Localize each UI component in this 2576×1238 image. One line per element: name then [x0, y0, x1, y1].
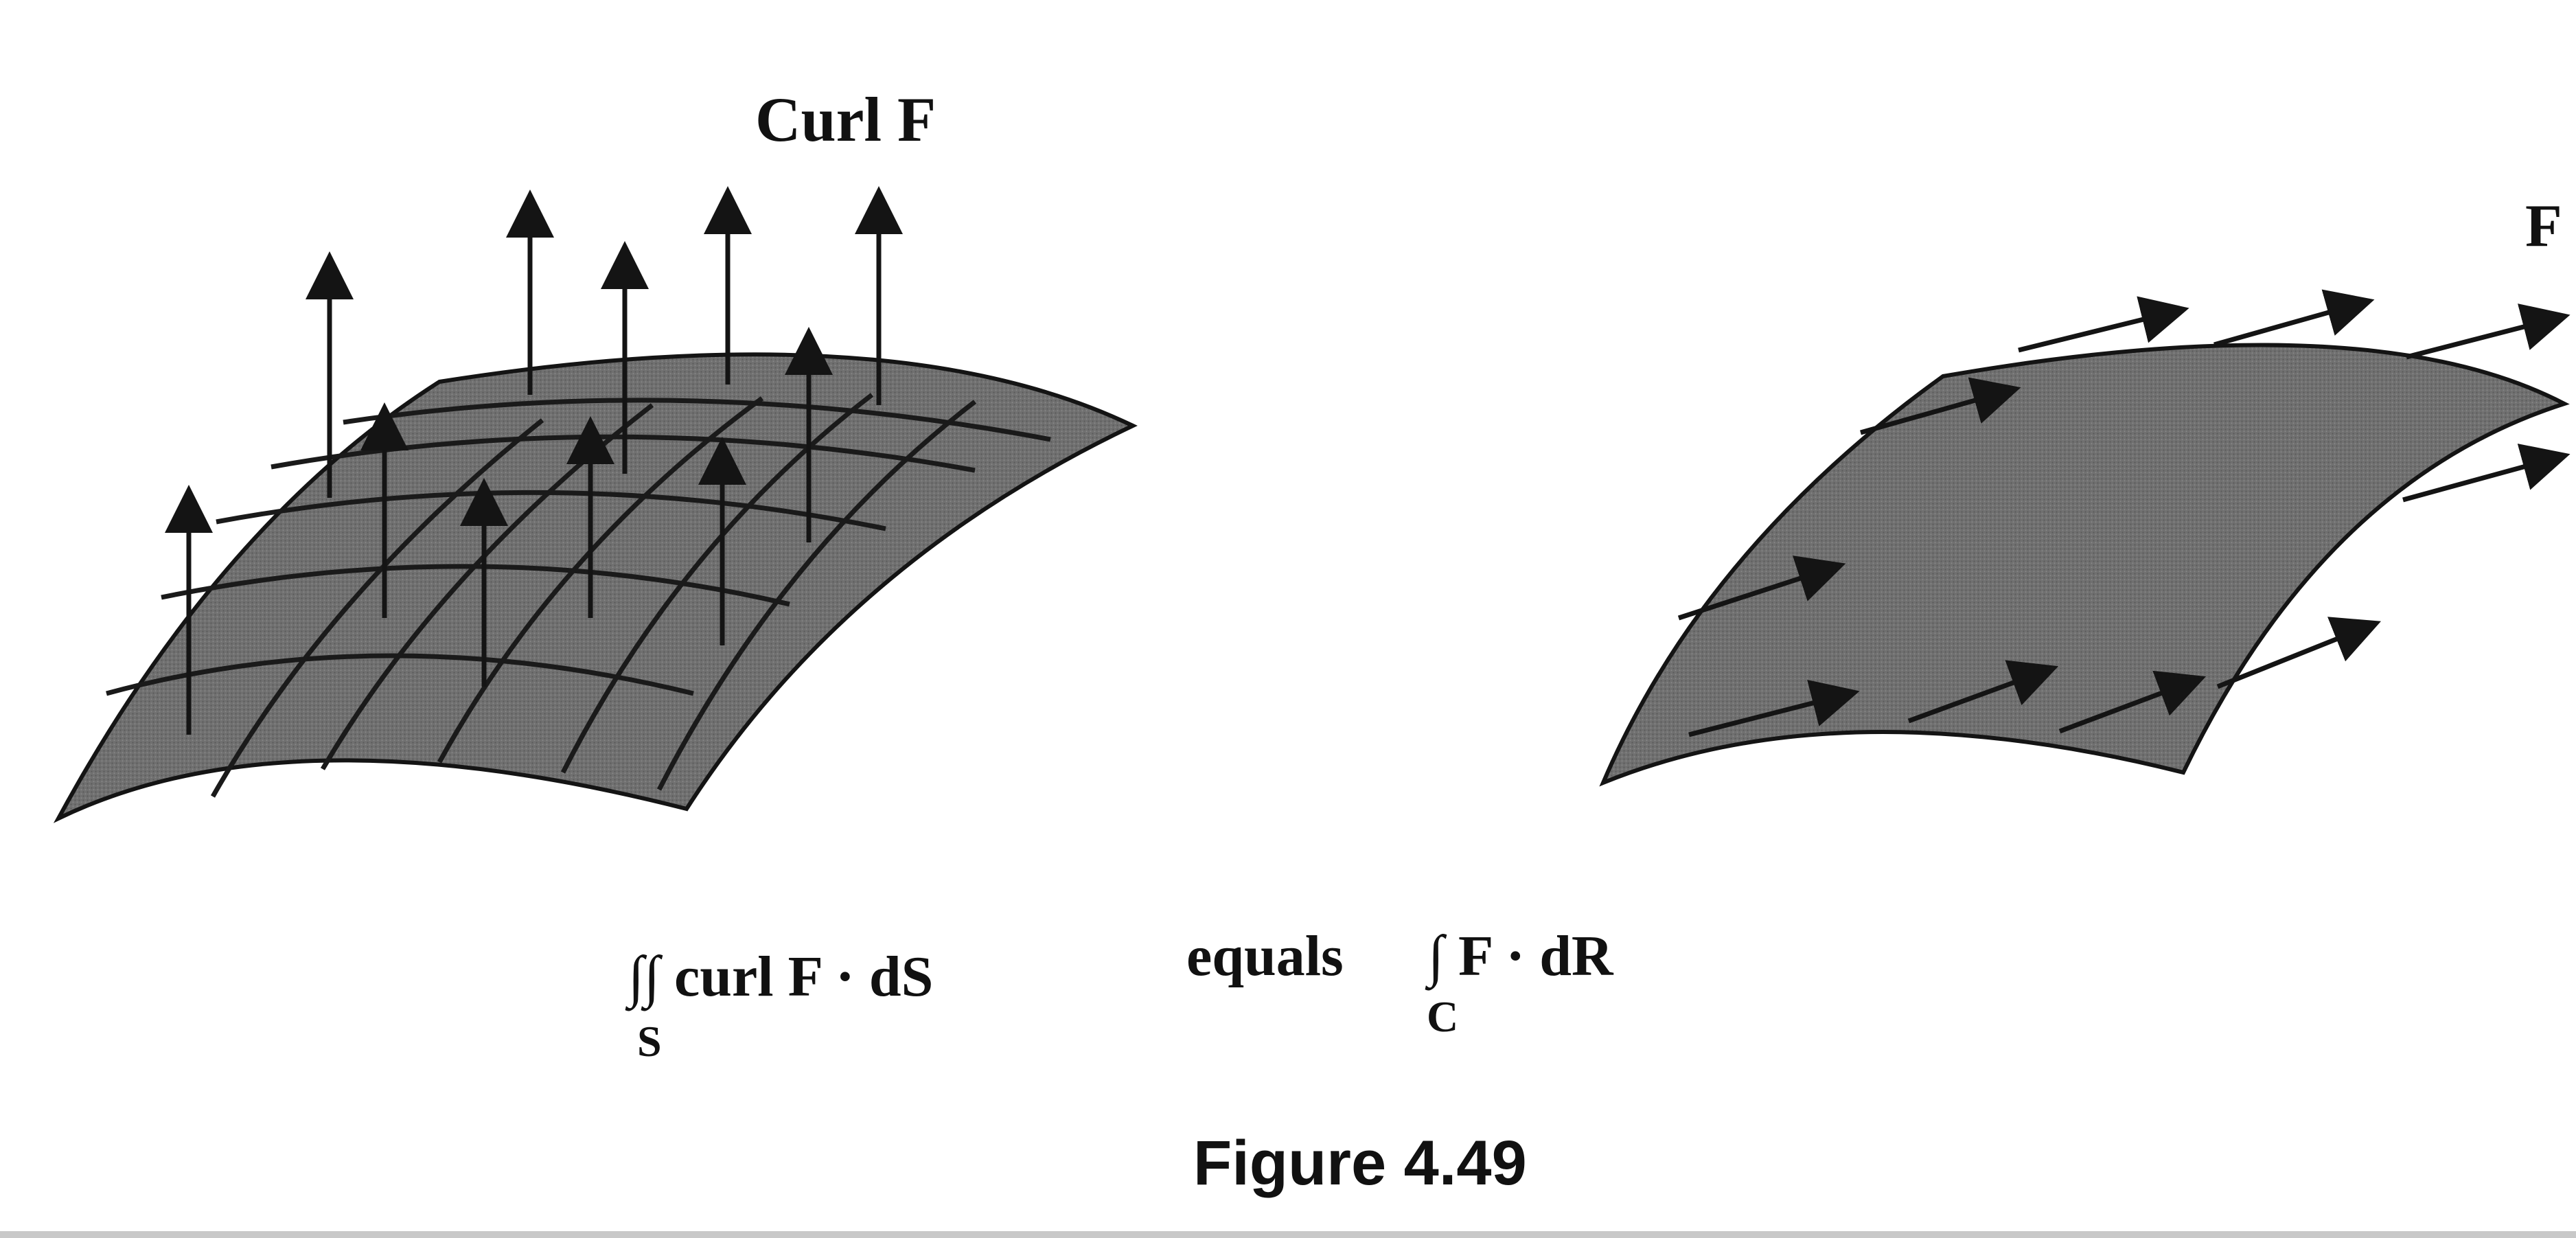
grid-line	[343, 398, 1051, 442]
grid-line	[656, 400, 977, 791]
surface-subscript: S	[637, 1017, 662, 1066]
field-vectors	[1677, 289, 2571, 737]
field-arrow	[1677, 555, 1846, 621]
curl-vectors	[165, 186, 903, 735]
field-arrow	[2018, 296, 2189, 353]
grid-line	[210, 418, 544, 798]
field-arrow	[2406, 303, 2571, 360]
field-arrow	[2058, 670, 2207, 734]
curl-f-label: Curl F	[755, 84, 936, 154]
equals-word: equals	[1186, 924, 1344, 988]
field-arrow	[1688, 679, 1860, 737]
stokes-equation: ∫∫ curl F · dS S equals ∫ F · dR C	[625, 924, 1614, 1066]
surface-integral: ∫∫ curl F · dS	[625, 945, 933, 1011]
grid-line	[560, 393, 874, 774]
curl-surface-diagram: Curl F	[53, 84, 1138, 823]
curved-surface-right	[1599, 343, 2570, 787]
field-arrow	[2216, 617, 2381, 689]
grid-line	[271, 434, 976, 473]
curved-surface-left	[53, 352, 1138, 823]
field-arrow	[1907, 660, 2059, 724]
line-integral: ∫ F · dR	[1425, 924, 1614, 991]
figure-caption: Figure 4.49	[1193, 1128, 1527, 1198]
field-surface-diagram: F	[1599, 193, 2571, 787]
field-arrow	[1860, 377, 2021, 435]
bottom-edge-rule	[0, 1231, 2576, 1238]
field-arrow	[2213, 289, 2375, 347]
f-label: F	[2525, 193, 2562, 260]
field-arrow	[2402, 444, 2571, 503]
line-subscript: C	[1427, 992, 1458, 1041]
grid-line	[161, 564, 790, 607]
